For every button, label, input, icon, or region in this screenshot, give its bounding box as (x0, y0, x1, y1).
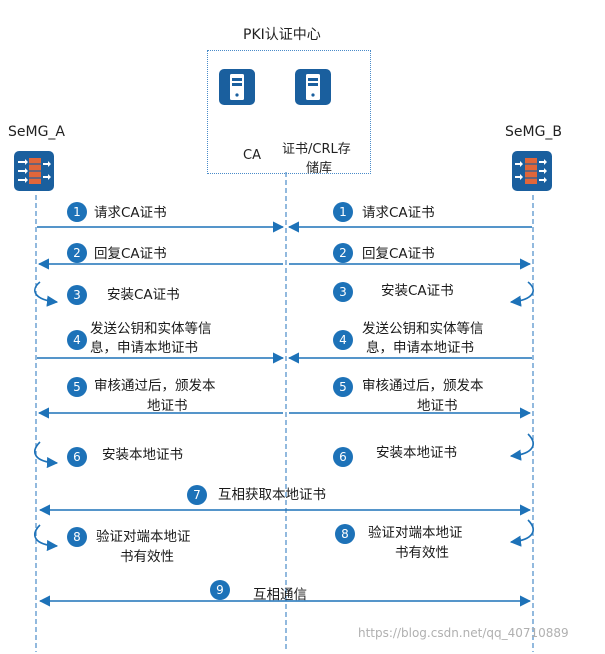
watermark: https://blog.csdn.net/qq_40710889 (358, 626, 569, 640)
loop-8-left (34, 524, 59, 552)
step-5-right-text-line1: 审核通过后，颁发本 (362, 378, 484, 394)
step-3-right-number: 3 (333, 282, 353, 302)
step-8-left-text-line1: 验证对端本地证 (96, 529, 191, 545)
ca-server-icon (219, 69, 255, 105)
step-5-left-number: 5 (67, 377, 87, 397)
step-2-left-number: 2 (67, 243, 87, 263)
loop-6-right (509, 433, 534, 461)
semg-a-firewall-icon (14, 151, 54, 191)
step-5-left-text-line2: 地证书 (147, 398, 188, 414)
step-9-text: 互相通信 (253, 587, 307, 603)
step-1-left-text: 请求CA证书 (94, 205, 167, 221)
step-2-right-text: 回复CA证书 (362, 246, 435, 262)
semg-b-firewall-icon (512, 151, 552, 191)
step-8-right-text-line2: 书有效性 (395, 545, 449, 561)
crl-repository-icon (295, 69, 331, 105)
step-5-left-text-line1: 审核通过后，颁发本 (94, 378, 216, 394)
semg-b-label: SeMG_B (505, 124, 563, 140)
step-4-right-text-line2: 息，申请本地证书 (366, 340, 474, 356)
crl-label-line2: 储库 (306, 161, 333, 176)
loop-3-left (34, 281, 59, 307)
step-8-left-text-line2: 书有效性 (120, 549, 174, 565)
crl-label-line1: 证书/CRL存 (282, 142, 351, 157)
step-8-right-number: 8 (335, 524, 355, 544)
loop-6-left (34, 441, 59, 469)
step-6-right-text: 安装本地证书 (376, 445, 457, 461)
pki-title: PKI认证中心 (243, 27, 321, 43)
step-7-text: 互相获取本地证书 (218, 487, 326, 503)
step-4-left-number: 4 (67, 330, 87, 350)
step-2-right-number: 2 (333, 243, 353, 263)
step-8-right-text-line1: 验证对端本地证 (368, 525, 463, 541)
step-9-number: 9 (210, 580, 230, 600)
pki-center-box (207, 50, 371, 174)
ca-label: CA (243, 148, 261, 163)
step-1-left-number: 1 (67, 202, 87, 222)
loop-3-right (509, 281, 534, 307)
step-3-right-text: 安装CA证书 (381, 283, 454, 299)
step-4-left-text-line2: 息，申请本地证书 (90, 340, 198, 356)
step-4-right-number: 4 (333, 330, 353, 350)
step-8-left-number: 8 (67, 527, 87, 547)
step-2-left-text: 回复CA证书 (94, 246, 167, 262)
step-5-right-number: 5 (333, 377, 353, 397)
semg-a-label: SeMG_A (8, 124, 66, 140)
step-6-left-text: 安装本地证书 (102, 447, 183, 463)
step-4-right-text-line1: 发送公钥和实体等信 (362, 321, 484, 337)
loop-8-right (509, 519, 534, 547)
step-4-left-text-line1: 发送公钥和实体等信 (90, 321, 212, 337)
step-3-left-number: 3 (67, 285, 87, 305)
step-6-left-number: 6 (67, 447, 87, 467)
step-6-right-number: 6 (333, 447, 353, 467)
step-1-right-number: 1 (333, 202, 353, 222)
step-5-right-text-line2: 地证书 (417, 398, 458, 414)
step-3-left-text: 安装CA证书 (107, 287, 180, 303)
step-1-right-text: 请求CA证书 (362, 205, 435, 221)
step-7-number: 7 (187, 485, 207, 505)
